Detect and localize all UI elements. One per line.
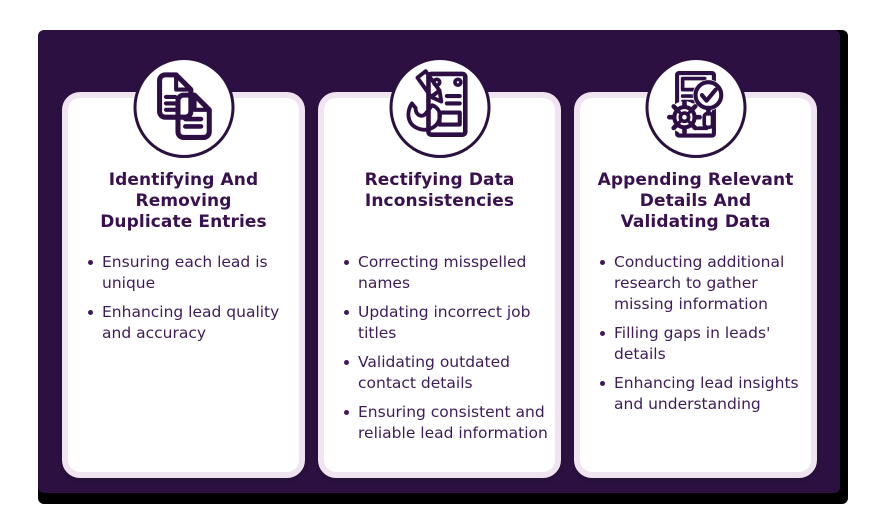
bullet-dot [600, 331, 605, 336]
bullet-text: Updating incorrect job titles [358, 303, 531, 342]
bullet-dot [344, 260, 349, 265]
bullet-dot [88, 260, 93, 265]
background-panel: Identifying And Removing Duplicate Entri… [38, 30, 840, 493]
bullet-item: Enhancing lead quality and accuracy [88, 302, 297, 344]
title-line: Validating Data [620, 212, 771, 232]
document-gear-magnifier-svg [666, 70, 725, 138]
bullet-item: Filling gaps in leads' details [600, 323, 809, 365]
title-line: Appending Relevant [597, 170, 794, 190]
bullet-list: Ensuring each lead is unique Enhancing l… [68, 252, 299, 344]
title-line: Removing [135, 191, 232, 211]
duplicate-documents-icon [133, 57, 234, 158]
bullet-text: Conducting additional research to gather… [614, 253, 785, 313]
title-line: Details And [639, 191, 752, 211]
title-line: Duplicate Entries [100, 212, 267, 232]
card-title: Rectifying Data Inconsistencies [324, 170, 555, 238]
bullet-dot [600, 381, 605, 386]
bullet-item: Ensuring each lead is unique [88, 252, 297, 294]
bullet-item: Ensuring consistent and reliable lead in… [344, 402, 553, 444]
bullet-dot [344, 360, 349, 365]
bullet-item: Conducting additional research to gather… [600, 252, 809, 315]
bullet-dot [600, 260, 605, 265]
bullet-text: Enhancing lead insights and understandin… [614, 374, 799, 413]
card-identifying-duplicates: Identifying And Removing Duplicate Entri… [62, 57, 305, 478]
bullet-item: Updating incorrect job titles [344, 302, 553, 344]
bullet-text: Correcting misspelled names [358, 253, 527, 292]
card-title: Appending Relevant Details And Validatin… [580, 170, 811, 238]
bullet-dot [344, 310, 349, 315]
card-title: Identifying And Removing Duplicate Entri… [68, 170, 299, 238]
bullet-text: Ensuring consistent and reliable lead in… [358, 403, 548, 442]
title-line: Rectifying Data [364, 170, 515, 190]
pen-writing-form-icon [389, 57, 490, 158]
title-line: Inconsistencies [364, 191, 515, 211]
bullet-item: Validating outdated contact details [344, 352, 553, 394]
bullet-dot [344, 410, 349, 415]
card-rectifying-inconsistencies: Rectifying Data Inconsistencies Correcti… [318, 57, 561, 478]
bullet-text: Filling gaps in leads' details [614, 324, 771, 363]
bullet-list: Correcting misspelled names Updating inc… [324, 252, 555, 444]
bullet-dot [88, 310, 93, 315]
card-appending-validating: Appending Relevant Details And Validatin… [574, 57, 817, 478]
bullet-text: Ensuring each lead is unique [102, 253, 268, 292]
bullet-item: Correcting misspelled names [344, 252, 553, 294]
bullet-text: Enhancing lead quality and accuracy [102, 303, 280, 342]
duplicate-documents-svg [157, 71, 212, 140]
title-line: Identifying And [108, 170, 259, 190]
document-gear-magnifier-icon [645, 57, 746, 158]
pen-writing-form-svg [406, 68, 468, 137]
bullet-item: Enhancing lead insights and understandin… [600, 373, 809, 415]
bullet-list: Conducting additional research to gather… [580, 252, 811, 415]
bullet-text: Validating outdated contact details [358, 353, 510, 392]
